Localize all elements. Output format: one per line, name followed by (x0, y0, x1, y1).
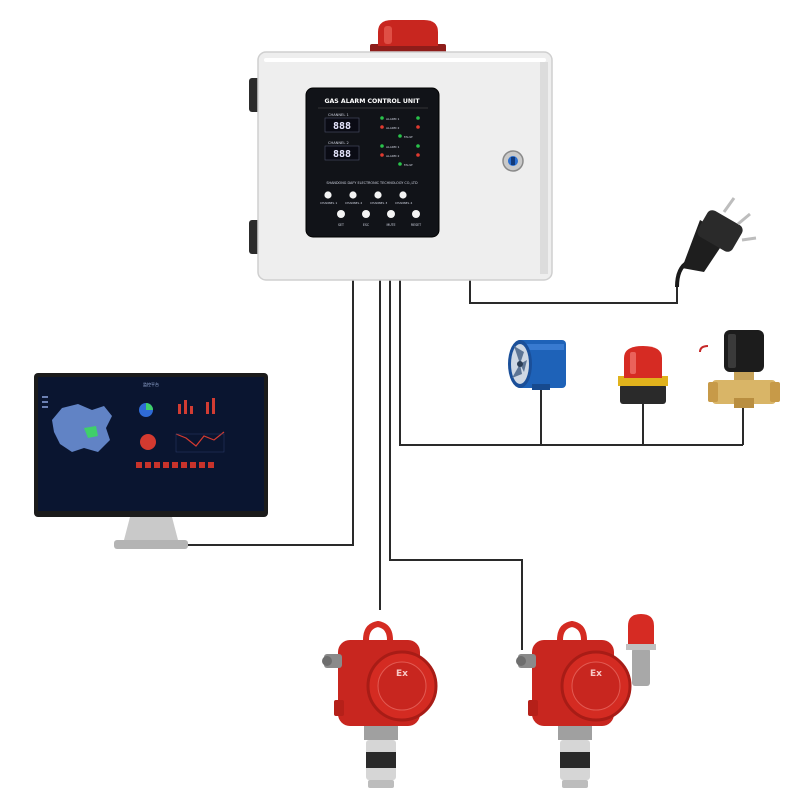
wire-to-detector-2 (389, 280, 523, 650)
function-button-label: SET (338, 223, 344, 227)
wire-to-actuators (399, 280, 743, 446)
led-label: ALARM 2 (386, 154, 399, 158)
dashboard-bottom-bars (136, 462, 214, 468)
led-green (416, 116, 420, 120)
channel-button-label: CHANNEL 2 (345, 201, 362, 205)
channel-1-button[interactable] (324, 191, 332, 199)
channel-1-display (324, 117, 360, 133)
esc-button[interactable] (362, 210, 370, 218)
channel-1-value: 888 (333, 121, 351, 132)
dashboard-gauge (140, 434, 156, 450)
exhaust-fan-icon (508, 340, 566, 390)
connection-wires (182, 280, 744, 650)
channel-2-value: 888 (333, 149, 351, 160)
channel-4-button[interactable] (399, 191, 407, 199)
mute-button[interactable] (387, 210, 395, 218)
channel-2-button[interactable] (349, 191, 357, 199)
led-label: FAULT (404, 163, 413, 167)
led-green (416, 144, 420, 148)
led-label: ALARM 2 (386, 126, 399, 130)
detector-1-ex-badge: Ex (396, 669, 408, 679)
led-green (380, 116, 384, 120)
gas-detector-2: Ex (516, 614, 656, 788)
led-red (380, 125, 384, 129)
gas-detector-1: Ex (322, 620, 438, 788)
wire-to-power-plug (469, 280, 678, 304)
led-red (380, 153, 384, 157)
led-green (398, 162, 402, 166)
led-red (416, 153, 420, 157)
channel-1-label: CHANNEL 1 (328, 113, 349, 117)
led-label: ALARM 1 (386, 145, 399, 149)
led-red (416, 125, 420, 129)
function-button-label: RESET (411, 223, 421, 227)
set-button[interactable] (337, 210, 345, 218)
monitoring-computer: 监控平台 (34, 373, 268, 549)
channel-3-button[interactable] (374, 191, 382, 199)
detector-2-ex-badge: Ex (590, 669, 602, 679)
led-green (380, 144, 384, 148)
dashboard-map (52, 404, 112, 452)
gas-alarm-control-unit: GAS ALARM CONTROL UNIT CHANNEL 1 888 CHA… (249, 20, 553, 281)
wire-to-monitor (182, 280, 354, 546)
solenoid-valve-icon (699, 330, 780, 408)
power-plug-icon (675, 197, 757, 288)
led-green (398, 134, 402, 138)
channel-2-label: CHANNEL 2 (328, 141, 349, 145)
channel-button-label: CHANNEL 4 (395, 201, 412, 205)
manufacturer-label: SHANDONG DAFY ELECTRONIC TECHNOLOGY CO.,… (326, 181, 418, 185)
reset-button[interactable] (412, 210, 420, 218)
channel-button-label: CHANNEL 1 (320, 201, 337, 205)
alarm-beacon-icon (618, 346, 668, 404)
dashboard-title: 监控平台 (143, 381, 159, 387)
channel-button-label: CHANNEL 3 (370, 201, 387, 205)
channel-2-display (324, 145, 360, 161)
led-label: FAULT (404, 135, 413, 139)
channel-button-row: CHANNEL 1 CHANNEL 2 CHANNEL 3 CHANNEL 4 (320, 191, 412, 205)
monitor-base (114, 540, 188, 549)
led-label: ALARM 1 (386, 117, 399, 121)
control-unit-beacon (378, 20, 438, 46)
function-button-label: ESC (363, 223, 370, 227)
function-button-row: SET ESC MUTE RESET (337, 210, 421, 227)
control-unit-title: GAS ALARM CONTROL UNIT (324, 98, 420, 105)
dashboard-bars (178, 398, 215, 414)
status-led-grid: ALARM 1 ALARM 2 FAULT ALARM 1 ALARM 2 FA… (380, 116, 420, 167)
dashboard-line (175, 431, 225, 447)
function-button-label: MUTE (386, 223, 395, 227)
monitor-stand (124, 517, 178, 540)
